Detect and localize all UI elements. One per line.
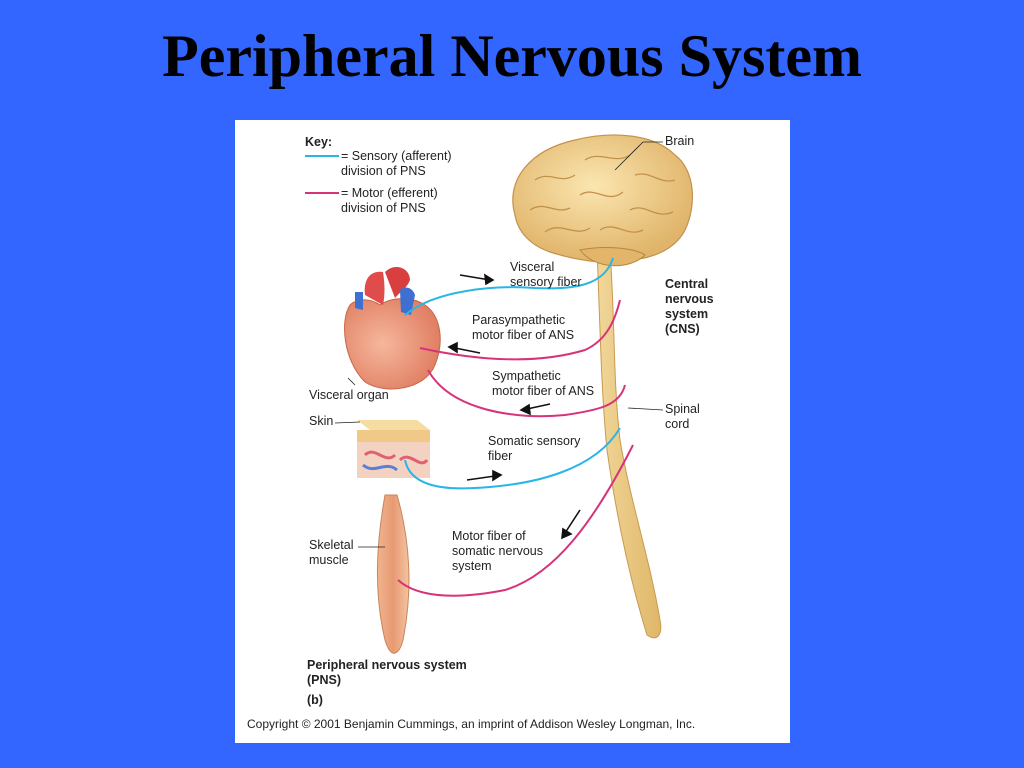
nervous-system-illustration <box>305 134 694 654</box>
spinal-cord-label: Spinal cord <box>665 402 700 431</box>
motor-somatic-label: Motor fiber of somatic nervous system <box>452 529 544 573</box>
skin-label: Skin <box>309 414 334 428</box>
somatic-sensory-fiber <box>404 427 621 490</box>
parasympathetic-label: Parasympathetic motor fiber of ANS <box>472 313 575 342</box>
sympathetic-fiber <box>427 369 626 418</box>
pns-label: Peripheral nervous system (PNS) <box>307 658 467 687</box>
skeletal-muscle-label: Skeletal muscle <box>309 538 354 567</box>
brain-label: Brain <box>665 134 695 148</box>
brain-shape <box>512 134 694 267</box>
parasympathetic-fiber <box>419 299 621 361</box>
somatic-motor-fiber <box>397 444 634 597</box>
panel-label: (b) <box>307 693 323 707</box>
visceral-sensory-fiber <box>404 257 614 316</box>
slide-title: Peripheral Nervous System <box>162 23 862 89</box>
skin-shape <box>357 420 430 478</box>
skeletal-muscle-shape <box>376 494 410 654</box>
visceral-organ-label: Visceral organ <box>309 388 389 402</box>
pns-figure: Key: = Sensory (afferent) division of PN… <box>235 120 790 743</box>
key-motor: = Motor (efferent) division of PNS <box>341 186 438 215</box>
somatic-sensory-label: Somatic sensory fiber <box>488 434 581 463</box>
heart-shape <box>344 266 441 390</box>
cns-label: Central nervous system (CNS) <box>665 277 714 336</box>
spinal-cord-shape <box>596 249 662 639</box>
key-heading: Key: <box>305 135 333 149</box>
copyright-notice: Copyright © 2001 Benjamin Cummings, an i… <box>247 717 696 731</box>
visceral-sensory-label: Visceral sensory fiber <box>510 260 582 289</box>
key-sensory: = Sensory (afferent) division of PNS <box>341 149 452 178</box>
sympathetic-label: Sympathetic motor fiber of ANS <box>492 369 595 398</box>
